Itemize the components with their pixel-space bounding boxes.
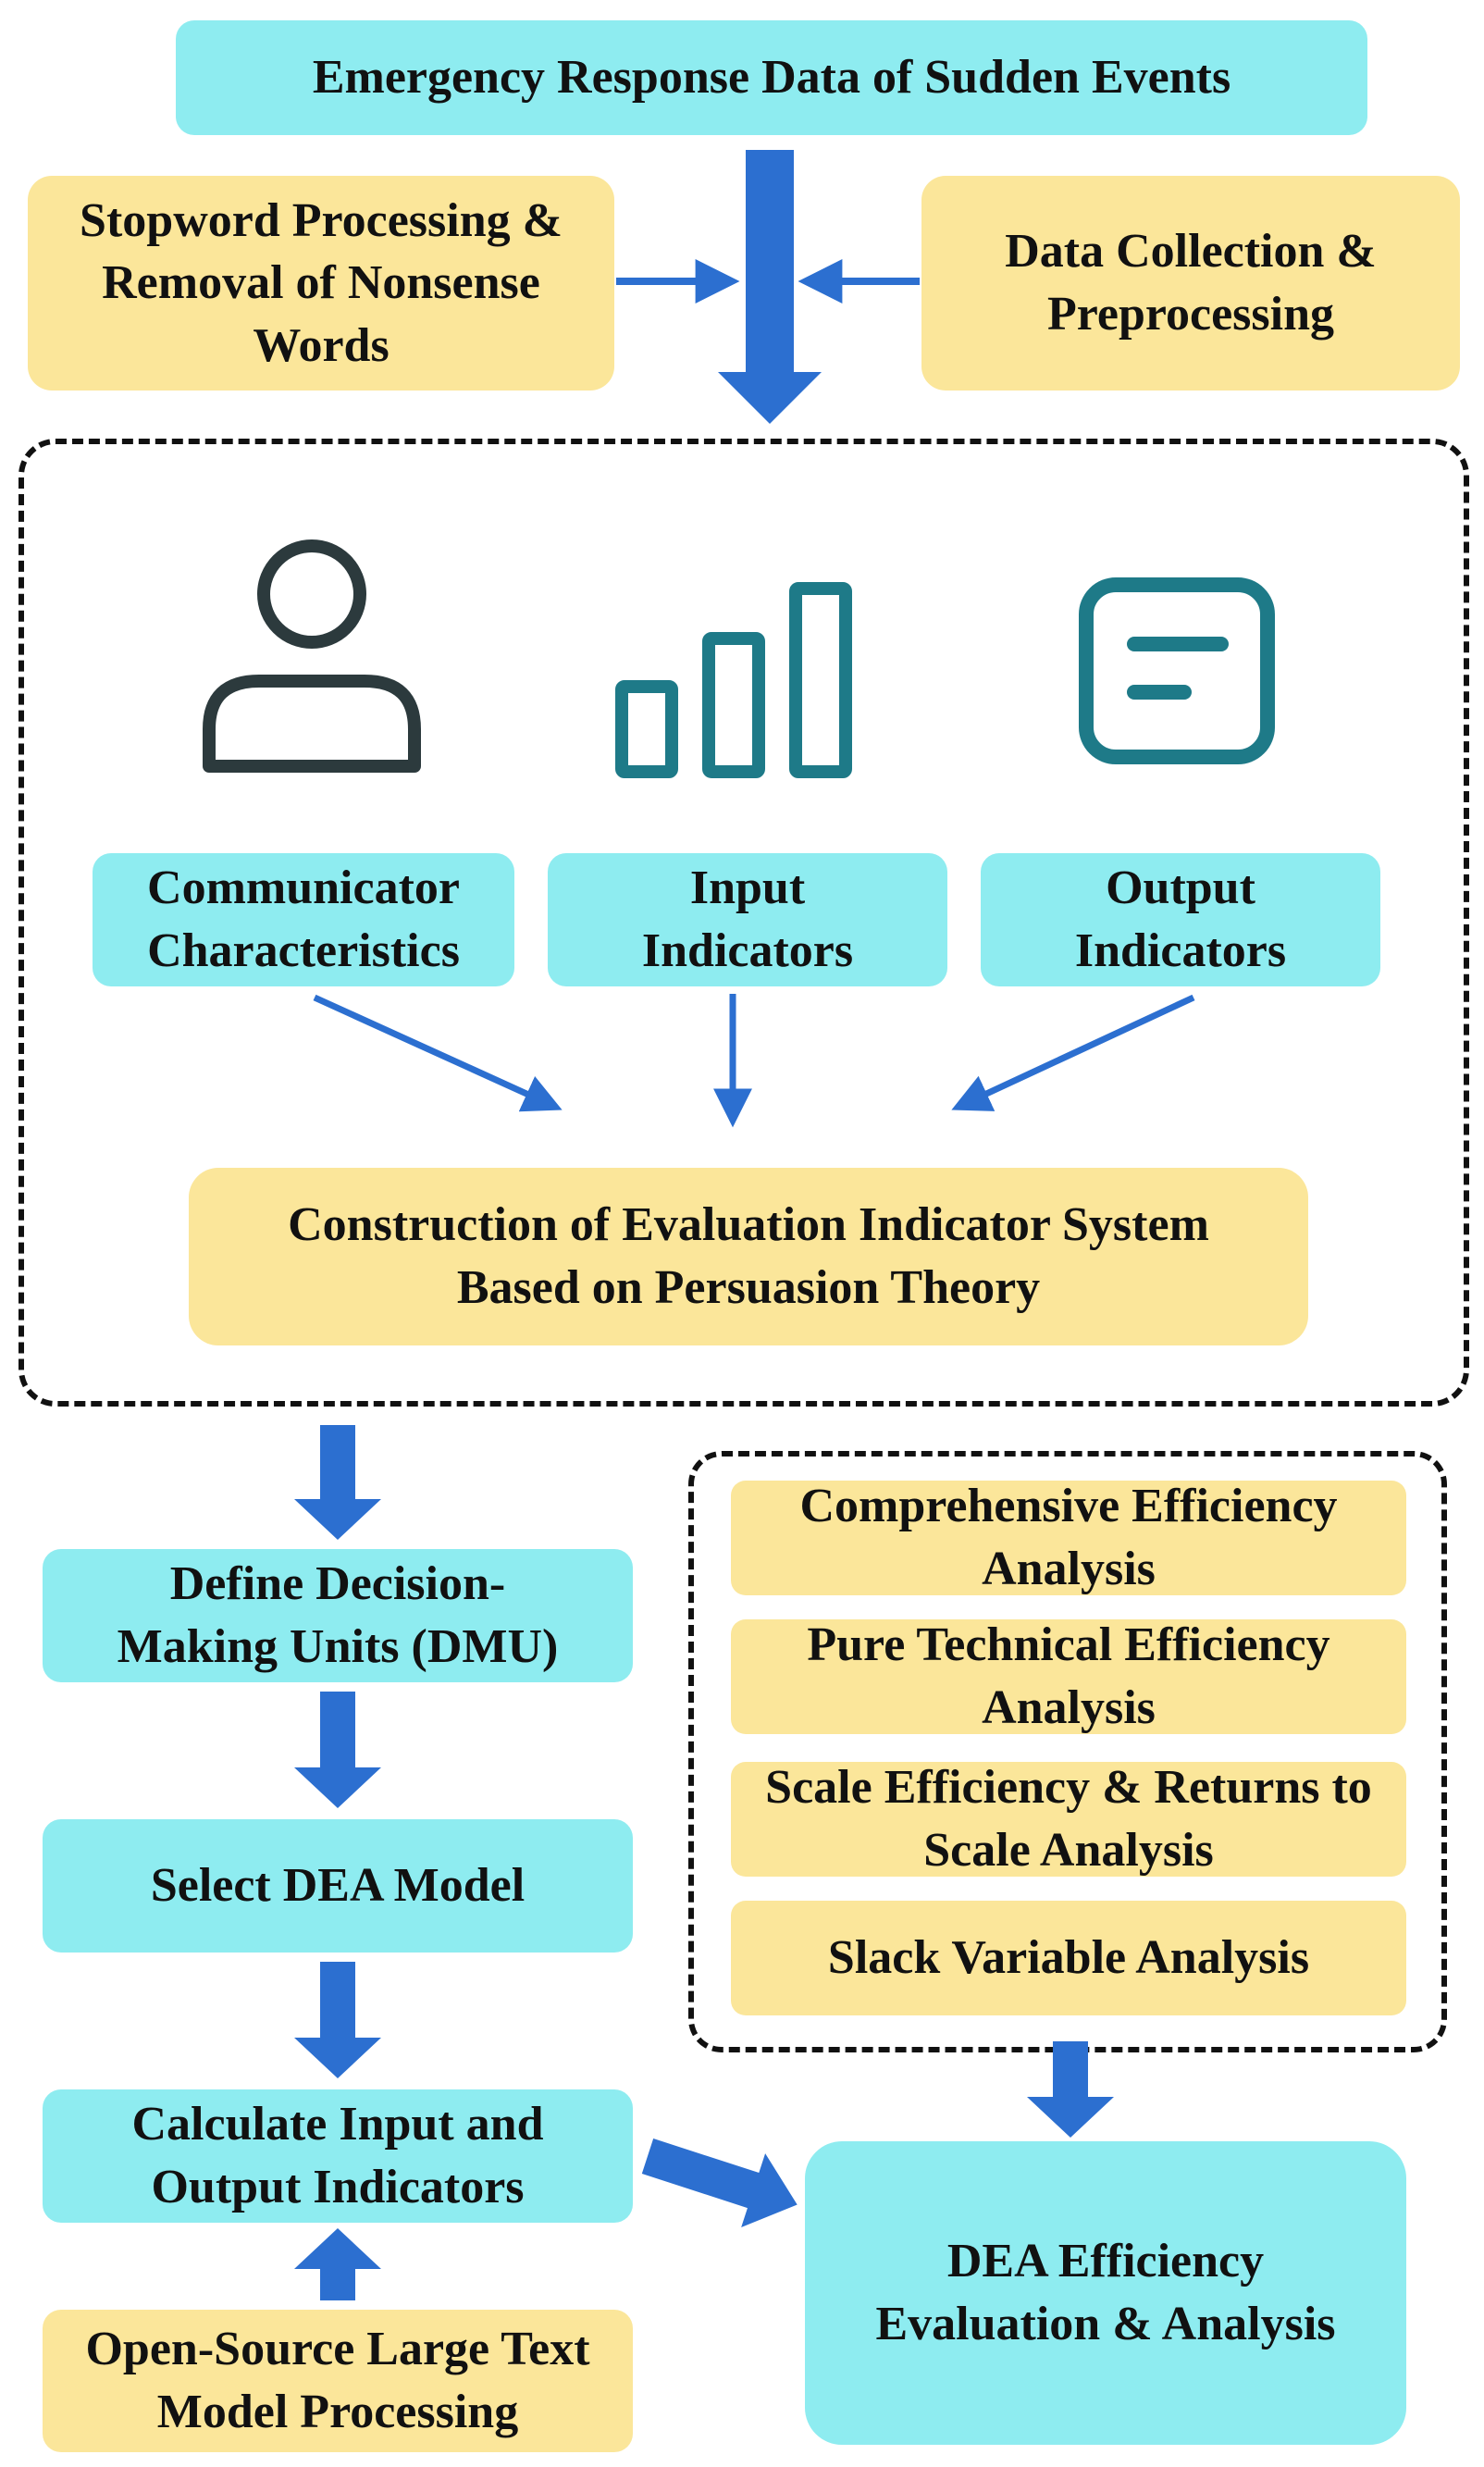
llm-to-calculate-arrow <box>294 2228 381 2300</box>
dea-efficiency-evaluation-box: DEA Efficiency Evaluation & Analysis <box>805 2141 1406 2445</box>
output-indicators-box: Output Indicators <box>981 853 1380 986</box>
define-dmu-box: Define Decision-Making Units (DMU) <box>43 1549 633 1682</box>
calculate-indicators-box: Calculate Input and Output Indicators <box>43 2089 633 2223</box>
indicator-system-frame <box>19 439 1469 1407</box>
comprehensive-efficiency-box: Comprehensive Efficiency Analysis <box>731 1480 1406 1595</box>
stopword-processing-box: Stopword Processing & Removal of Nonsens… <box>28 176 614 391</box>
bar-chart-icon <box>611 579 860 779</box>
main-down-arrow <box>718 150 822 424</box>
communicator-arrow <box>313 994 563 1112</box>
calculate-to-result-arrow <box>641 2138 798 2228</box>
select-dea-model-box: Select DEA Model <box>43 1819 633 1953</box>
document-icon <box>1075 574 1284 768</box>
llm-processing-box: Open-Source Large Text Model Processing <box>43 2310 633 2452</box>
person-icon <box>196 535 427 777</box>
input-indicators-box: Input Indicators <box>548 853 947 986</box>
select-to-calculate-arrow <box>294 1962 381 2078</box>
analyses-to-result-arrow <box>1027 2041 1114 2138</box>
frame-to-define-arrow <box>294 1425 381 1540</box>
communicator-characteristics-box: Communicator Characteristics <box>93 853 514 986</box>
scale-efficiency-box: Scale Efficiency & Returns to Scale Anal… <box>731 1761 1406 1877</box>
construction-evaluation-box: Construction of Evaluation Indicator Sys… <box>189 1168 1308 1345</box>
define-to-select-arrow <box>294 1692 381 1808</box>
output-arrow <box>951 994 1195 1111</box>
slack-variable-box: Slack Variable Analysis <box>731 1901 1406 2015</box>
pure-technical-efficiency-box: Pure Technical Efficiency Analysis <box>731 1618 1406 1734</box>
data-collection-box: Data Collection & Preprocessing <box>921 176 1460 391</box>
source-data-box: Emergency Response Data of Sudden Events <box>176 20 1367 135</box>
